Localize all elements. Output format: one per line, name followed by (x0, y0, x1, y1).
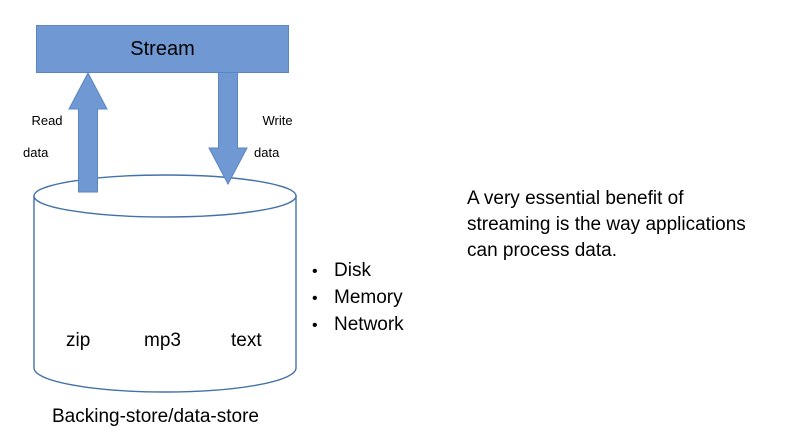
cylinder-shape (33, 174, 297, 393)
read-data-label-line1: Read (31, 113, 63, 128)
list-item: • Network (312, 312, 404, 339)
write-data-label: Write data (248, 97, 293, 193)
cylinder-top-ellipse (33, 174, 297, 218)
read-data-arrow (68, 71, 108, 193)
stream-box: Stream (36, 25, 289, 73)
storage-targets-list: • Disk • Memory • Network (312, 258, 404, 339)
list-item-label: Memory (334, 287, 403, 308)
write-data-arrow (208, 69, 248, 186)
bullet-icon: • (312, 290, 318, 307)
read-data-label: Read data (17, 97, 63, 193)
note-paragraph: A very essential benefit of streaming is… (467, 188, 746, 261)
list-item: • Memory (312, 285, 404, 312)
list-item: • Disk (312, 258, 404, 285)
write-data-label-line2: data (254, 145, 280, 160)
list-item-label: Network (334, 314, 404, 335)
store-item-mp3: mp3 (144, 330, 181, 351)
store-item-zip: zip (66, 330, 91, 351)
bullet-icon: • (312, 317, 318, 334)
store-item-text: text (231, 330, 262, 351)
read-data-label-line2: data (23, 145, 49, 160)
backing-store-caption: Backing-store/data-store (52, 406, 259, 427)
bullet-icon: • (312, 263, 318, 280)
write-data-label-line1: Write (262, 113, 293, 128)
stream-label: Stream (130, 38, 195, 60)
cylinder-body (33, 195, 297, 393)
list-item-label: Disk (334, 260, 371, 281)
